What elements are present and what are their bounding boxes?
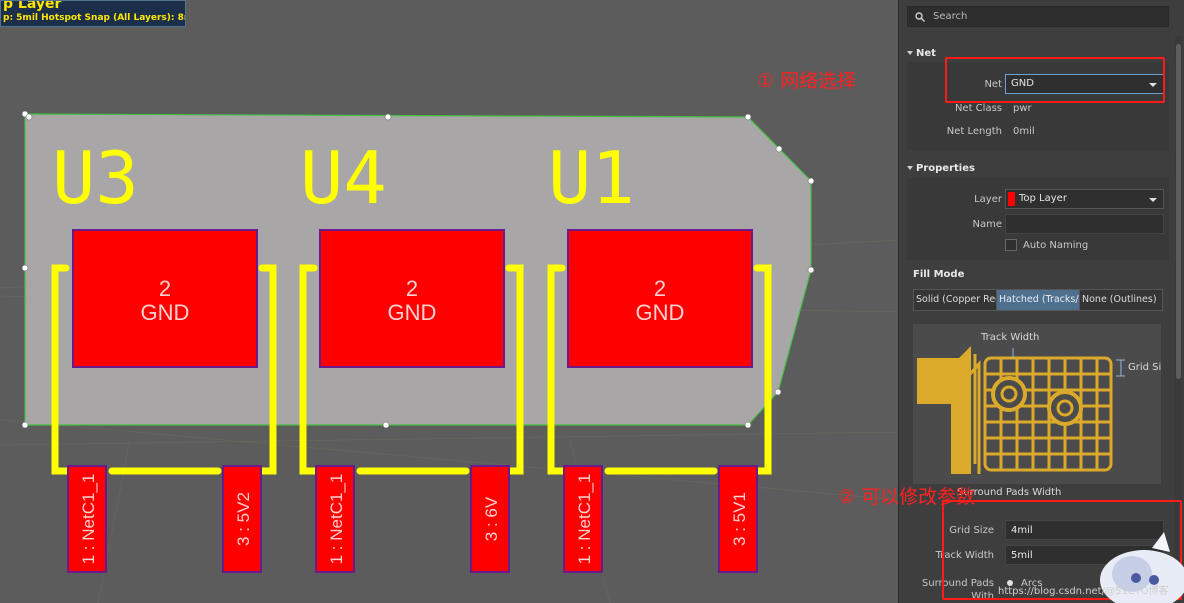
pad-u1-2 [567,229,753,368]
center-pads [72,229,753,368]
surround-pads-label-2: With [971,591,994,602]
designators: U3 U4 U1 [52,136,635,220]
layer-value: Top Layer [1019,193,1067,204]
net-value: GND [1011,78,1034,89]
layer-color-swatch [1008,192,1015,206]
grid-size-input[interactable]: 4mil [1005,520,1164,540]
pad-number: 2 [406,276,418,301]
surround-pads-radio[interactable] [1007,580,1013,586]
net-class-value: pwr [1013,103,1032,114]
pad-number: 2 [159,276,171,301]
search-placeholder: Search [933,11,968,22]
polygon-vertices [21,110,815,429]
highlight-params [942,500,1182,600]
net-length-value: 0mil [1013,126,1035,137]
annotation-net-select: ① 网络选择 [757,70,857,92]
designator-u1: U1 [548,136,635,220]
search-icon [915,12,925,22]
small-pads [67,465,758,573]
grid-size-label: Grid Size [949,525,994,536]
diagram-track-width-label: Track Width [981,332,1040,343]
collapse-icon [907,166,913,170]
pad-label: 3 : 5V2 [234,492,253,546]
pad-u3-2 [72,229,258,368]
track-width-label: Track Width [935,550,994,561]
layer-label: Layer [974,194,1002,205]
chevron-down-icon [1149,83,1157,87]
diagram-surround-pads-label: Surround Pads Width [957,487,1062,498]
fill-mode-segmented: Solid (Copper Reg Hatched (Tracks/A None… [913,289,1163,311]
fill-mode-solid[interactable]: Solid (Copper Reg [914,290,997,310]
net-length-label: Net Length [946,126,1002,137]
name-label: Name [972,219,1002,230]
fill-mode-none[interactable]: None (Outlines) [1082,294,1157,305]
designator-u4: U4 [300,136,387,220]
collapse-icon [907,51,913,55]
surround-pads-label: Surround Pads [921,578,994,589]
track-width-value: 5mil [1011,550,1033,561]
silkscreen-outlines [51,264,772,475]
highlight-net-select [945,57,1165,103]
grid-size-value: 4mil [1011,525,1033,536]
section-properties-title: Properties [916,163,975,174]
pad-net: GND [636,300,685,325]
designator-u3: U3 [52,136,139,220]
net-section-body: Net GND Net Class pwr Net Length 0mil [907,62,1169,150]
panel-scrollbar[interactable] [1175,36,1182,603]
surround-pads-value: Arcs [1021,578,1043,589]
name-input[interactable] [1005,214,1164,234]
chevron-down-icon [1149,198,1157,202]
pad-label: 1 : NetC1_1 [575,474,594,565]
fill-mode-hatched[interactable]: Hatched (Tracks/A [997,290,1080,310]
pcb-canvas[interactable]: U3 U4 U1 2 GND 2 GND 2 GND [0,0,898,603]
pcb-drawing[interactable]: U3 U4 U1 2 GND 2 GND 2 GND [0,0,898,603]
properties-section-body: Layer Top Layer Name Auto Naming [907,178,1169,260]
pad-label: 1 : NetC1_1 [327,474,346,565]
hatch-diagram-graphic [913,324,1161,484]
hatch-diagram: Track Width Grid Si Surround Pads Width [913,324,1162,498]
scrollbar-thumb[interactable] [1176,44,1181,379]
pad-label: 1 : NetC1_1 [79,474,98,565]
net-class-label: Net Class [954,103,1002,114]
section-properties-header[interactable]: Properties [907,163,975,174]
pad-label: 3 : 6V [482,496,501,541]
hud-layer-title: p Layer [3,0,62,12]
pad-net: GND [388,300,437,325]
pad-net: GND [141,300,190,325]
auto-naming-checkbox[interactable] [1005,239,1017,251]
mascot-image [1100,532,1184,603]
pad-number: 2 [654,276,666,301]
annotation-modify-params: ② 可以修改参数 [838,486,976,508]
net-label: Net [984,79,1002,90]
search-box[interactable]: Search [907,6,1169,27]
layer-select[interactable]: Top Layer [1005,189,1164,209]
section-net-title: Net [916,48,936,59]
diagram-grid-size-label: Grid Si [1128,362,1162,373]
pad-u4-2 [319,229,505,368]
section-net-header[interactable]: Net [907,48,936,59]
pad-label: 3 : 5V1 [730,492,749,546]
watermark-text: https://blog.csdn.net/@51CTO博客 [998,586,1169,597]
auto-naming-label: Auto Naming [1023,240,1089,251]
hud-snap-info: p: 5mil Hotspot Snap (All Layers): 8mil [3,13,186,23]
fill-mode-title: Fill Mode [913,269,965,280]
hud-overlay: p Layer p: 5mil Hotspot Snap (All Layers… [0,0,186,27]
